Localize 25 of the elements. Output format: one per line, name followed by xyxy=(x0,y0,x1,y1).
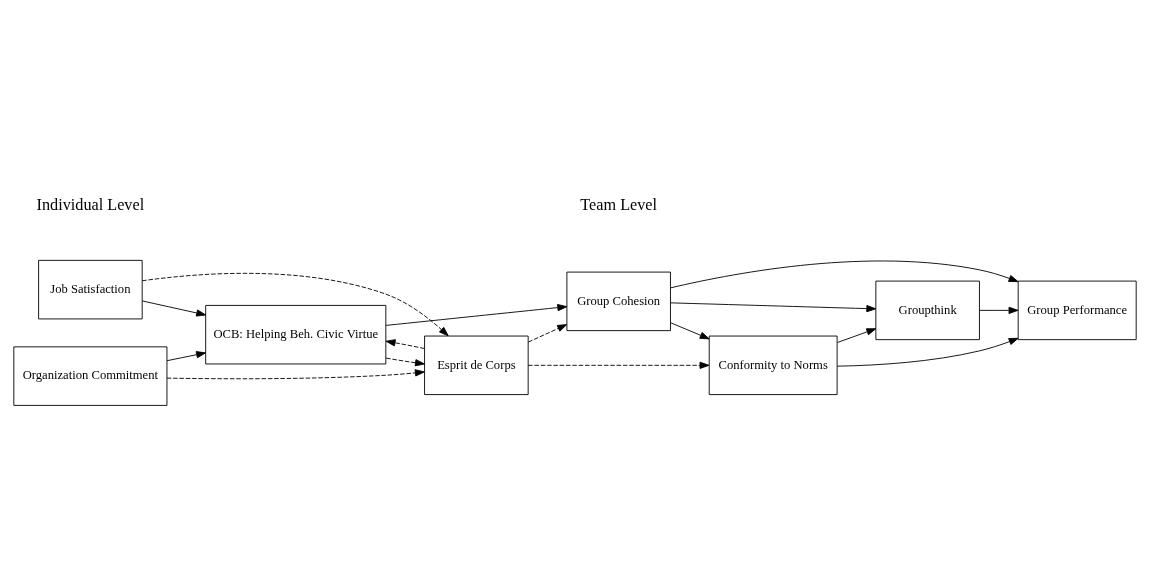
label: Individual Level xyxy=(36,195,145,214)
arrow xyxy=(141,272,449,337)
arrow xyxy=(670,302,877,313)
arrow xyxy=(836,337,1019,367)
arrow xyxy=(166,351,207,362)
node-box: Job Satisfaction xyxy=(38,259,143,320)
arrow xyxy=(979,306,1019,314)
arrow xyxy=(141,300,207,317)
label: Team Level xyxy=(580,195,658,214)
node-box: Group Performance xyxy=(1017,280,1137,341)
node-box: Organization Commitment xyxy=(13,346,168,406)
node-box: Esprit de Corps xyxy=(424,335,529,396)
arrow xyxy=(527,324,568,343)
arrow xyxy=(385,339,425,349)
arrow xyxy=(385,357,425,367)
node-box: Group Cohesion xyxy=(566,271,671,332)
arrow xyxy=(385,304,568,326)
arrow xyxy=(670,260,1019,289)
arrow xyxy=(166,369,425,380)
arrow xyxy=(670,322,710,340)
node-box: Groupthink xyxy=(875,280,980,341)
arrow xyxy=(527,361,710,369)
node-box: Conformity to Norms xyxy=(708,335,838,396)
node-box: OCB: Helping Beh. Civic Virtue xyxy=(205,304,387,365)
arrow xyxy=(837,328,877,343)
